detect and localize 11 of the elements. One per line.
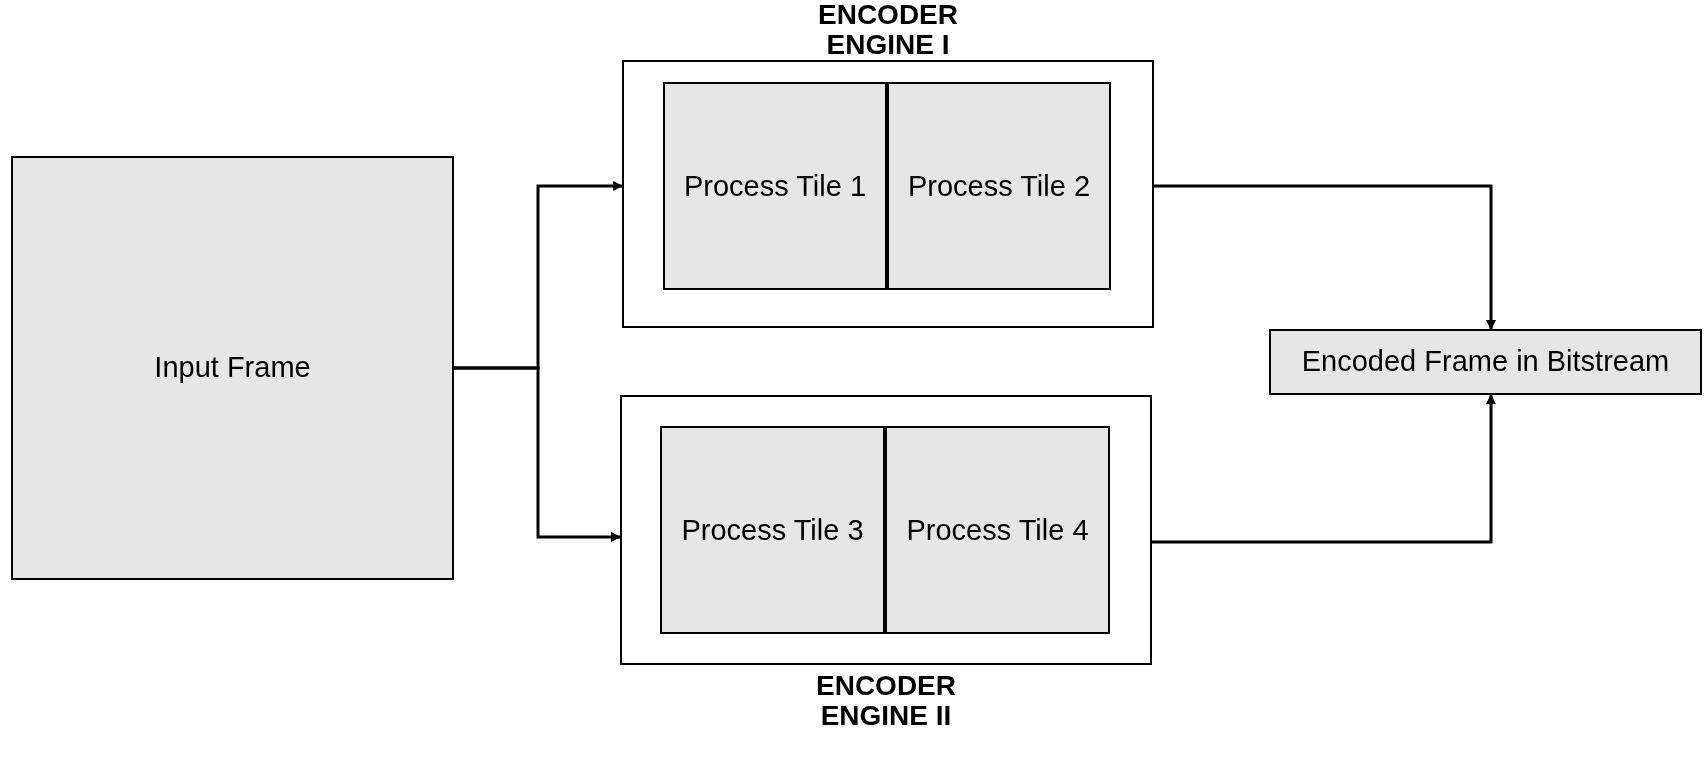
arrow [1152, 394, 1496, 544]
frame-box: Encoded Frame in Bitstream [1269, 329, 1702, 395]
tile-box: Process Tile 1 [663, 82, 887, 290]
tile-box: Process Tile 4 [885, 426, 1110, 634]
arrow [1154, 184, 1496, 330]
frame-box: Input Frame [11, 156, 454, 580]
tile-box: Process Tile 2 [887, 82, 1111, 290]
engine-title: ENCODER ENGINE II [815, 671, 957, 731]
engine-title: ENCODER ENGINE I [817, 0, 959, 60]
tile-box: Process Tile 3 [660, 426, 885, 634]
arrow [454, 366, 621, 542]
